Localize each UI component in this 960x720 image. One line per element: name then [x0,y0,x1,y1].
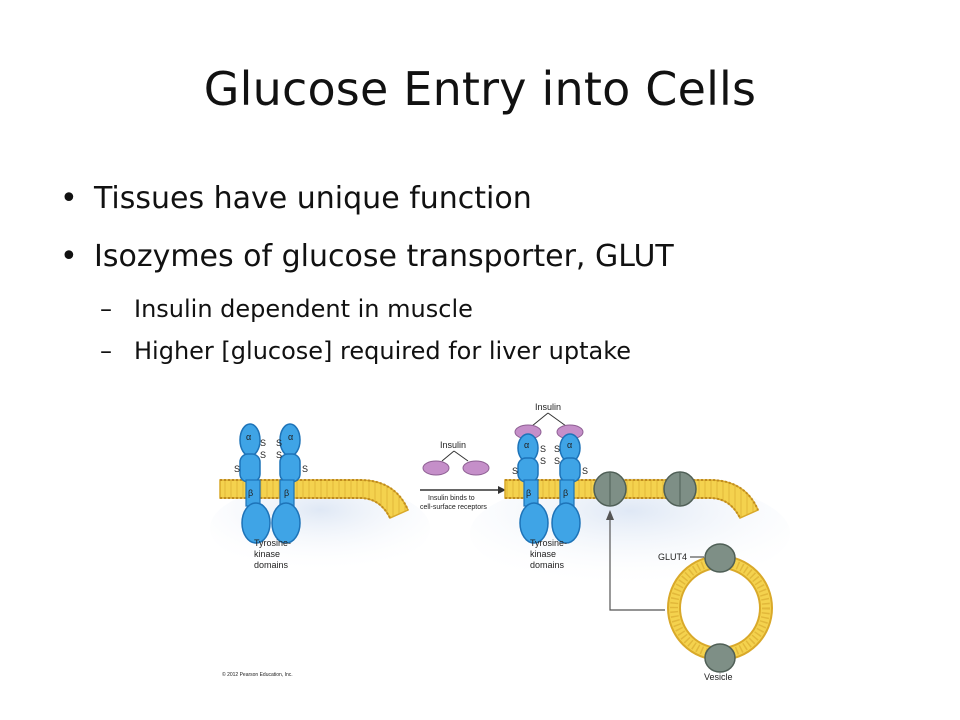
beta-subunit-label: β [248,488,253,498]
tk-label-left: kinase [254,549,280,559]
tk-label-right: Tyrosine- [530,538,567,548]
disulfide-label: S [302,464,308,474]
bullet-list: • Tissues have unique function • Isozyme… [60,178,920,366]
sub-bullet-dash: – [100,337,112,365]
bullet-item: • Tissues have unique function [60,178,920,220]
disulfide-label: S [260,438,266,448]
disulfide-label: S [276,450,282,460]
disulfide-label: S [234,464,240,474]
glut4-transporter-vesicle [704,643,736,673]
sub-bullet-text: Higher [glucose] required for liver upta… [134,337,632,365]
insulin-receptor-right: S S S S S S α α β β [512,433,588,544]
bullet-text: Tissues have unique function [94,181,532,216]
insulin-label-middle: Insulin [440,440,466,450]
glut4-diagram: S S S S S S α α β β Tyrosine- kinase dom… [210,402,790,682]
bullet-item: • Isozymes of glucose transporter, GLUT [60,236,920,278]
insulin-molecule [422,460,450,476]
alpha-subunit-label: α [567,440,572,450]
insulin-receptor-left: S S S S S S α α β β [234,423,308,544]
insulin-pointer-middle [441,450,469,462]
membrane-left [219,479,409,519]
copyright-text: © 2012 Pearson Education, Inc. [222,671,293,678]
bullet-dot: • [60,239,78,274]
sub-bullet-item: – Higher [glucose] required for liver up… [60,336,920,366]
disulfide-label: S [554,444,560,454]
sub-bullet-dash: – [100,295,112,323]
vesicle-label: Vesicle [704,672,733,682]
sub-bullet-item: – Insulin dependent in muscle [60,294,920,324]
beta-subunit-label: β [284,488,289,498]
alpha-subunit-label: α [288,432,293,442]
glut4-transporter-membrane [593,471,697,507]
membrane-shadow-left [210,483,430,573]
arrow-caption: Insulin binds to [428,495,475,502]
vesicle [667,543,773,673]
disulfide-label: S [540,444,546,454]
insulin-pointer-top [531,412,567,427]
glut4-transporter-vesicle [704,543,736,573]
tk-label-left: domains [254,560,289,570]
glut4-insulin-figure: S S S S S S α α β β Tyrosine- kinase dom… [210,398,810,688]
disulfide-label: S [260,450,266,460]
disulfide-label: S [540,456,546,466]
disulfide-label: S [582,466,588,476]
glut4-label: GLUT4 [658,552,687,562]
bullet-dot: • [60,181,78,216]
tk-label-right: domains [530,560,565,570]
bullet-text: Isozymes of glucose transporter, GLUT [94,239,674,274]
arrow-caption: cell-surface receptors [420,504,487,511]
translocation-arrow-head [606,510,614,520]
binding-arrow-head [498,486,506,494]
alpha-subunit-label: α [524,440,529,450]
disulfide-label: S [512,466,518,476]
insulin-molecule [462,460,490,476]
insulin-label-top: Insulin [535,402,561,412]
beta-subunit-label: β [526,488,531,498]
tk-label-left: Tyrosine- [254,538,291,548]
slide-title: Glucose Entry into Cells [203,62,757,116]
disulfide-label: S [554,456,560,466]
disulfide-label: S [276,438,282,448]
beta-subunit-label: β [563,488,568,498]
tk-label-right: kinase [530,549,556,559]
alpha-subunit-label: α [246,432,251,442]
translocation-arrow [609,516,665,611]
sub-bullet-text: Insulin dependent in muscle [134,295,473,323]
